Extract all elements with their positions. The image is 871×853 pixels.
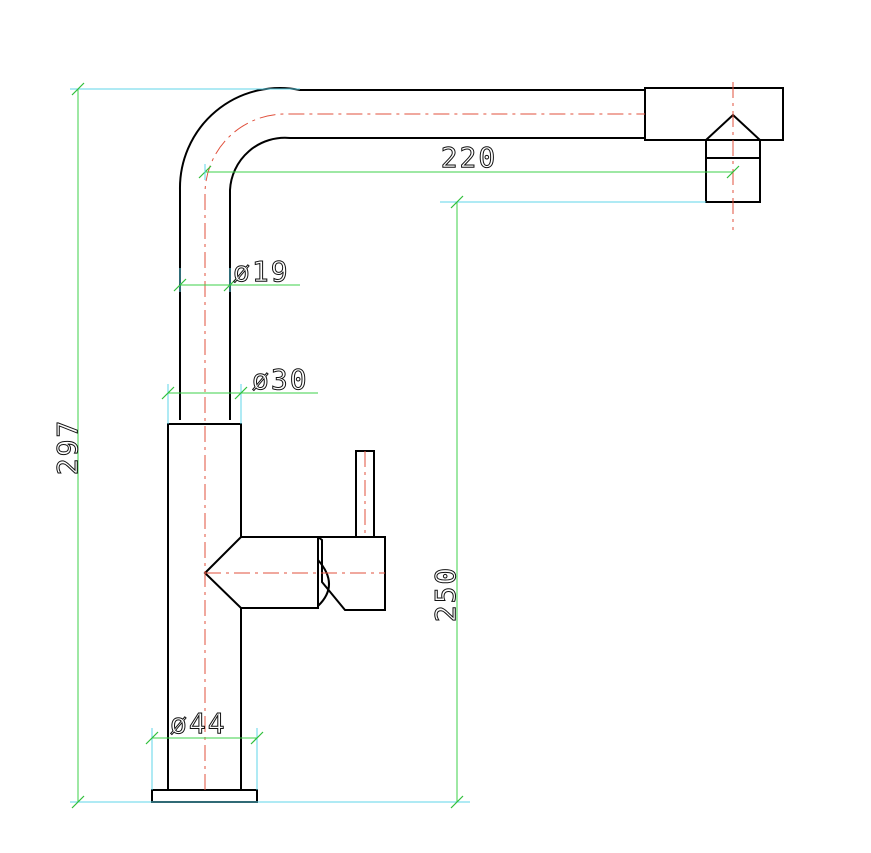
tick-19-right <box>223 278 237 292</box>
aerator <box>705 113 761 203</box>
label-spout-clearance: 250 <box>429 566 462 623</box>
tick-297-bottom <box>71 795 85 809</box>
label-upper-body-diameter: ø30 <box>252 363 309 396</box>
tick-297-top <box>71 82 85 96</box>
dimension-labels: 297 250 220 ø19 ø30 ø44 <box>51 141 498 741</box>
tick-250-top <box>450 195 464 209</box>
lever-housing <box>203 536 319 609</box>
label-spout-reach: 220 <box>441 141 498 174</box>
centerline-riser <box>204 113 645 790</box>
centerlines <box>204 82 734 790</box>
dimension-lines <box>71 82 740 809</box>
tick-44-left <box>145 731 159 745</box>
tick-30-right <box>234 386 248 400</box>
label-total-height: 297 <box>51 419 84 476</box>
base-plate <box>151 789 258 803</box>
tick-250-bottom <box>450 795 464 809</box>
label-base-diameter: ø44 <box>170 707 227 740</box>
tick-220-right <box>726 165 740 179</box>
spout-pipe <box>178 87 645 420</box>
label-pipe-diameter: ø19 <box>233 255 290 288</box>
faucet-outline <box>151 87 784 803</box>
tick-30-left <box>161 386 175 400</box>
cap-curve <box>317 559 330 607</box>
spout-head <box>644 87 784 141</box>
tick-19-left <box>173 278 187 292</box>
tick-44-right <box>250 731 264 745</box>
extension-lines <box>70 88 706 803</box>
